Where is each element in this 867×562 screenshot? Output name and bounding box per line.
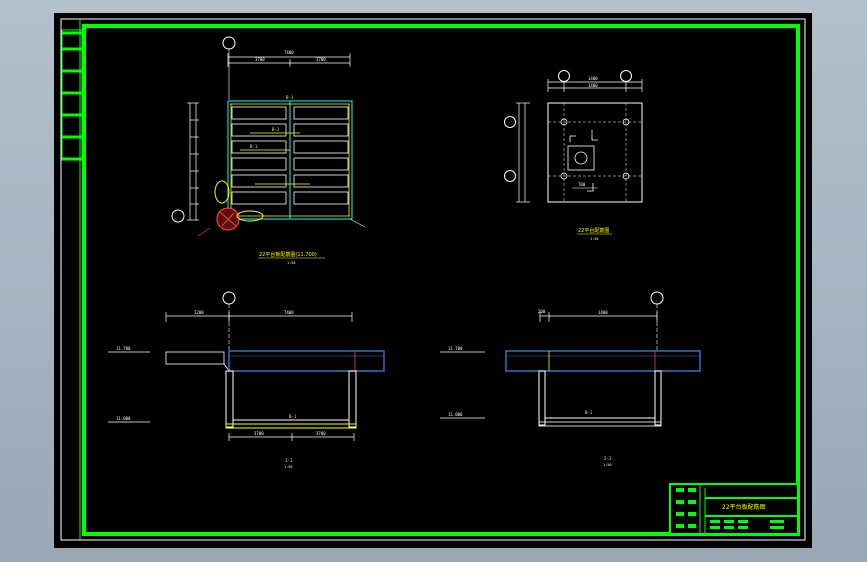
drawing-title: 22平台配筋图 [578, 227, 609, 234]
dim-label: 1200 [194, 310, 204, 315]
elevation-bottom: 11.000 [116, 416, 131, 421]
dim-label: 3700 [316, 431, 326, 436]
axis-bubble [171, 209, 185, 223]
beam-tag: B-1 [289, 414, 297, 419]
sheet-frame [60, 18, 806, 541]
dim-label: 1400 [598, 310, 608, 315]
section-title: 1-1 [285, 458, 293, 463]
dim-left-label: 3700 [255, 57, 265, 62]
title-block[interactable]: 22平台板配筋图 [669, 483, 799, 535]
plan-right-drawing[interactable]: 1400 1400 700 22平台配筋图 1:50 [504, 70, 643, 242]
section-left-drawing[interactable]: 1200 7400 11.700 11.000 B-1 3700 3700 1-… [108, 291, 385, 469]
dim-total-label: 7400 [284, 50, 294, 55]
beam-tag: B-2 [272, 127, 280, 132]
beam-tag: B-1 [250, 144, 258, 149]
axis-bubble [620, 70, 632, 82]
rebar-line [230, 103, 350, 217]
drawing-sheet[interactable] [54, 13, 812, 548]
plan-left-drawing[interactable]: 7400 3700 3700 [171, 36, 366, 265]
elevation-top: 11.700 [116, 346, 131, 351]
dim-top-label: 1400 [588, 76, 598, 81]
axis-bubble [504, 170, 516, 182]
axis-bubble [222, 36, 236, 50]
slab-rib [231, 106, 349, 205]
dimension-line [516, 79, 643, 203]
axis-bubble [504, 116, 516, 128]
section-right-drawing[interactable]: 200 1400 11.700 11.000 B-1 2-2 1:50 [440, 291, 701, 467]
dim-bottom-label: 700 [578, 182, 586, 187]
drawing-scale: 1:50 [287, 261, 295, 265]
binding-margin-tabs [61, 29, 83, 161]
title-block-drawing-title: 22平台板配筋图 [722, 503, 766, 511]
axis-bubble [650, 291, 664, 305]
drawing-scale: 1:50 [590, 237, 598, 241]
beam-tag: B-1 [585, 410, 593, 415]
dim-label: 7400 [284, 310, 294, 315]
axis-bubble [558, 70, 570, 82]
axis-bubble [222, 291, 236, 305]
dim-label: 3700 [254, 431, 264, 436]
elevation-bottom: 11.000 [448, 412, 463, 417]
dimension-line [187, 102, 199, 221]
dimension-line [227, 53, 351, 67]
detail-callout [197, 180, 366, 237]
section-title: 2-2 [604, 456, 612, 461]
dim-label: 200 [538, 309, 546, 314]
dimension-line [228, 433, 355, 441]
elevation-top: 11.700 [448, 346, 463, 351]
drawing-scale: 1:50 [603, 463, 611, 467]
drawing-title: 22平台板配筋图(11.700) [259, 251, 317, 258]
dim-inner-label: 1400 [588, 83, 598, 88]
dimension-line [165, 312, 353, 322]
dim-right-label: 3700 [316, 57, 326, 62]
drawing-scale: 1:50 [284, 465, 292, 469]
beam-tag: B-1 [286, 95, 294, 100]
dimension-line [539, 312, 658, 322]
